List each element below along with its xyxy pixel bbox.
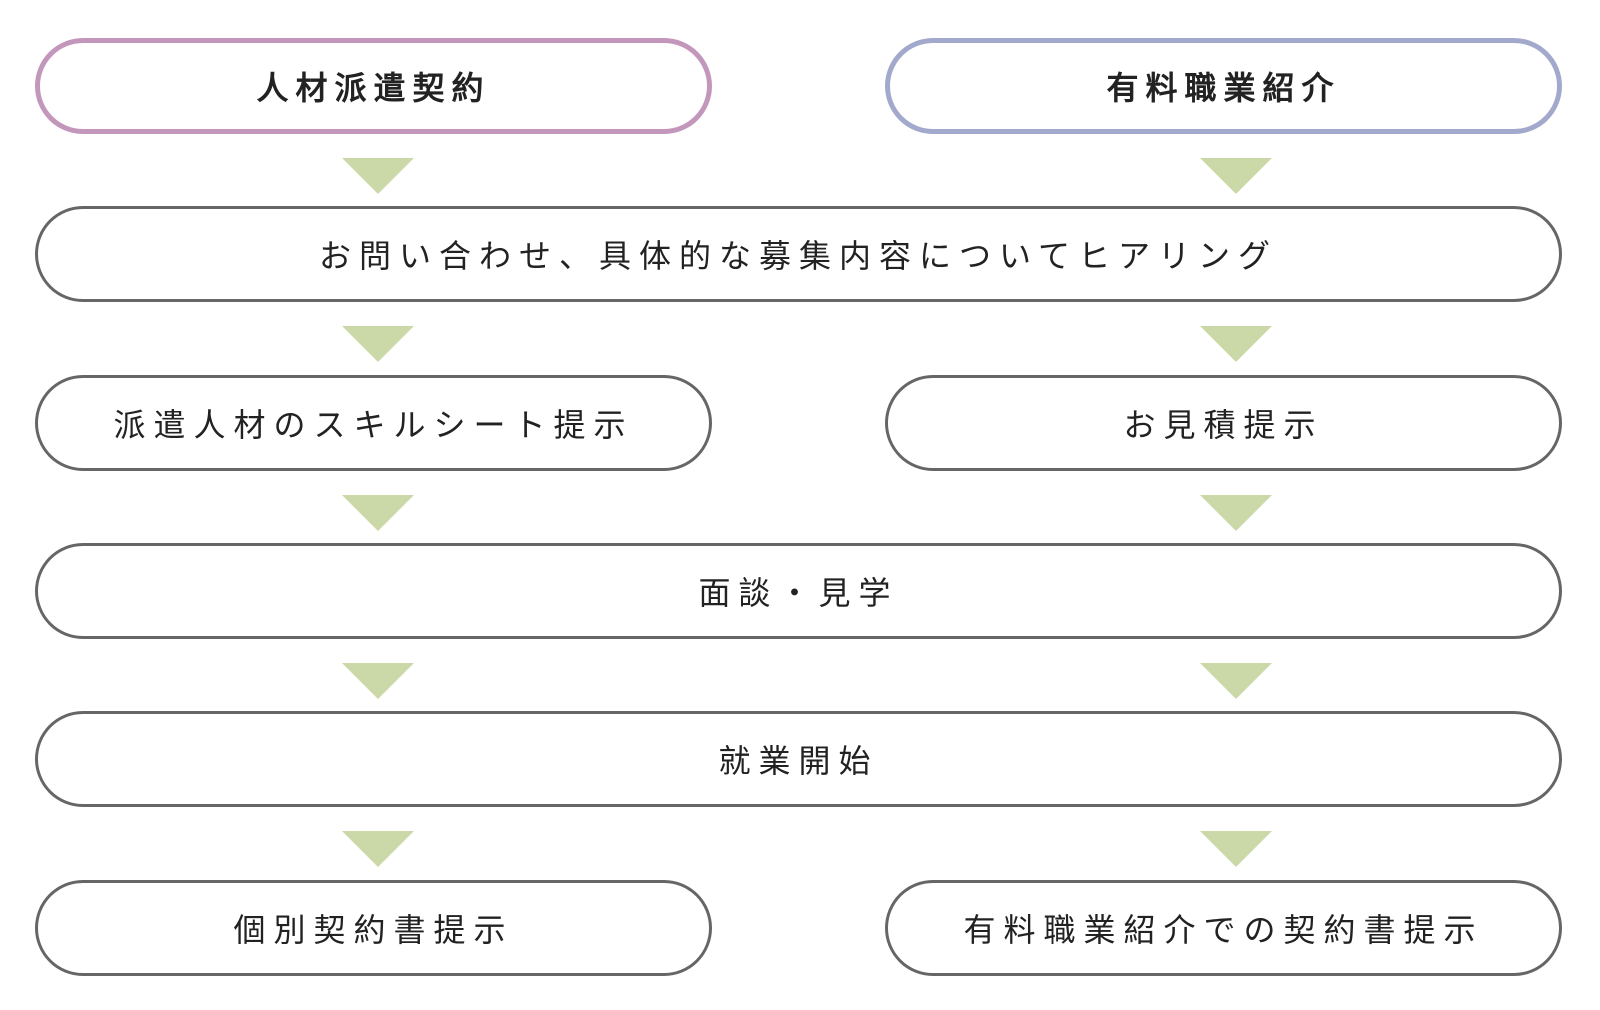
dispatch-contract-label: 人材派遣契約 — [256, 69, 491, 107]
down-arrow-icon — [342, 326, 414, 362]
step-hearing-label: お問い合わせ、具体的な募集内容についてヒアリング — [318, 237, 1279, 275]
down-arrow-icon — [342, 158, 414, 194]
step-placement-contract-label: 有料職業紹介での契約書提示 — [963, 911, 1484, 949]
down-arrow-icon — [342, 495, 414, 531]
down-arrow-icon — [1200, 663, 1272, 699]
step-individual-contract-label: 個別契約書提示 — [233, 911, 514, 949]
step-skill-sheet-label: 派遣人材のスキルシート提示 — [113, 406, 634, 444]
down-arrow-icon — [342, 831, 414, 867]
step-interview: 面談・見学 — [35, 543, 1562, 639]
step-estimate: お見積提示 — [885, 375, 1562, 471]
down-arrow-icon — [1200, 326, 1272, 362]
step-start-work-label: 就業開始 — [718, 742, 879, 780]
dispatch-contract-header: 人材派遣契約 — [35, 38, 712, 134]
down-arrow-icon — [1200, 158, 1272, 194]
step-placement-contract: 有料職業紹介での契約書提示 — [885, 880, 1562, 976]
step-interview-label: 面談・見学 — [698, 574, 899, 612]
down-arrow-icon — [342, 663, 414, 699]
job-placement-header: 有料職業紹介 — [885, 38, 1562, 134]
down-arrow-icon — [1200, 495, 1272, 531]
down-arrow-icon — [1200, 831, 1272, 867]
step-start-work: 就業開始 — [35, 711, 1562, 807]
job-placement-label: 有料職業紹介 — [1106, 69, 1341, 107]
step-individual-contract: 個別契約書提示 — [35, 880, 712, 976]
step-skill-sheet: 派遣人材のスキルシート提示 — [35, 375, 712, 471]
step-hearing: お問い合わせ、具体的な募集内容についてヒアリング — [35, 206, 1562, 302]
step-estimate-label: お見積提示 — [1123, 406, 1324, 444]
